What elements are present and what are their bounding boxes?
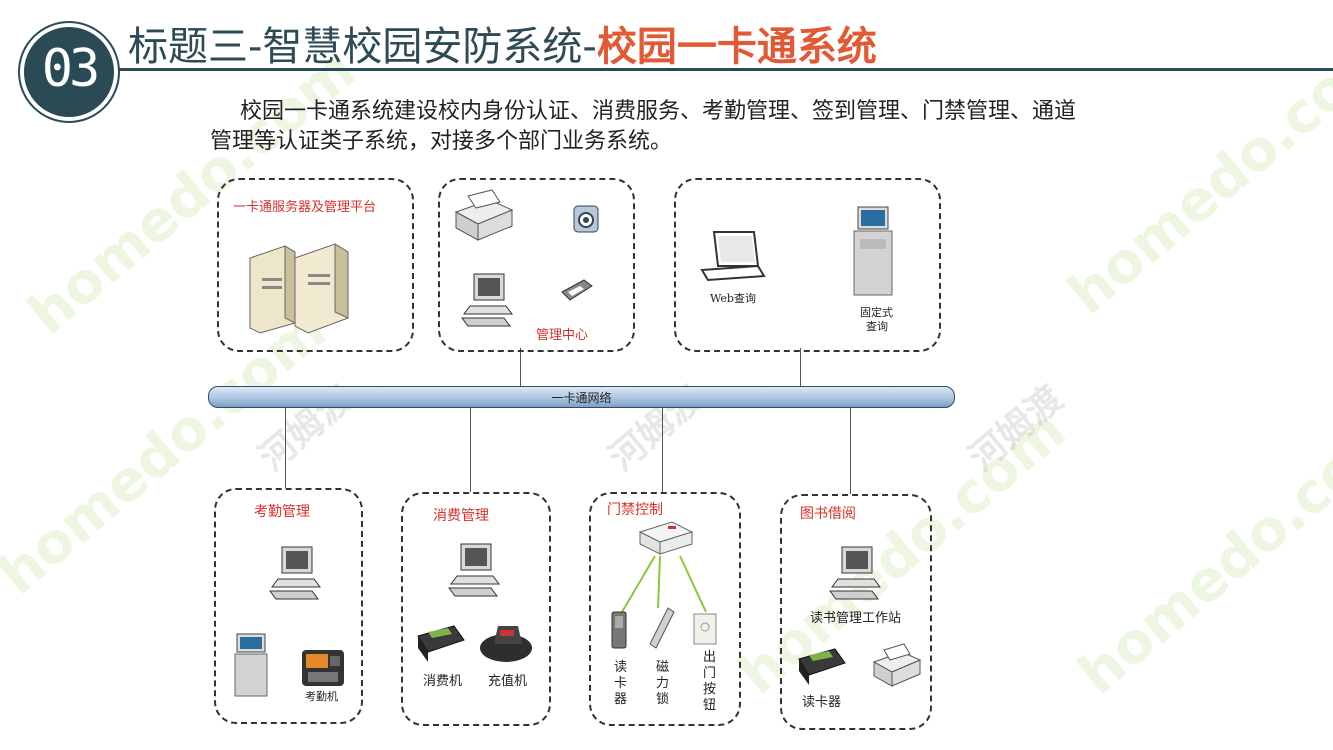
management-center-title: 管理中心 <box>536 328 589 343</box>
exit-button-icon <box>693 613 717 645</box>
page-title: 标题三-智慧校园安防系统-校园一卡通系统 <box>128 14 877 72</box>
web-query-label: Web查询 <box>710 292 756 305</box>
wiring-icon <box>621 555 707 613</box>
intro-paragraph: 校园一卡通系统建设校内身份认证、消费服务、考勤管理、签到管理、门禁管理、通道管理… <box>210 99 1077 154</box>
kiosk-icon <box>853 206 893 296</box>
consumption-title: 消费管理 <box>433 508 489 524</box>
computer-icon <box>448 543 500 597</box>
network-label: 一卡通网络 <box>551 391 612 405</box>
reader-label: 读卡器 <box>614 660 628 707</box>
library-title: 图书借阅 <box>800 506 856 522</box>
magnetic-lock-icon <box>649 607 675 649</box>
consumption-box <box>401 492 551 726</box>
watermark: homedo.com <box>1056 17 1333 328</box>
connector-line <box>285 406 286 488</box>
server-platform-title: 一卡通服务器及管理平台 <box>233 200 377 215</box>
kiosk-label-2: 查询 <box>866 320 888 333</box>
section-badge: 03 <box>20 23 118 121</box>
attendance-device-icon <box>302 650 344 686</box>
management-center-box <box>438 178 635 352</box>
workstation-label: 读书管理工作站 <box>810 611 902 626</box>
title-prefix: 标题三-智慧校园安防系统- <box>128 24 597 70</box>
library-box <box>780 494 932 730</box>
computer-icon <box>269 546 321 600</box>
kiosk-icon <box>234 633 268 697</box>
printer-icon <box>454 189 514 241</box>
server-icon <box>249 243 349 334</box>
attendance-device-label: 考勤机 <box>305 690 338 703</box>
connector-line <box>662 406 663 492</box>
section-number: 03 <box>41 39 101 99</box>
title-highlight: 校园一卡通系统 <box>596 24 877 70</box>
exit-button-label: 出门按钮 <box>703 650 717 713</box>
card-network-bus: 一卡通网络 <box>208 386 955 408</box>
library-reader-label: 读卡器 <box>802 695 842 710</box>
kiosk-label-1: 固定式 <box>860 306 893 319</box>
connector-line <box>850 406 851 494</box>
laptop-icon <box>700 231 766 282</box>
recharge-machine-icon <box>480 626 532 662</box>
pos-label: 消费机 <box>423 674 463 689</box>
query-box <box>674 178 941 352</box>
connector-line <box>800 348 801 386</box>
attendance-title: 考勤管理 <box>254 504 310 520</box>
access-control-title: 门禁控制 <box>607 502 663 518</box>
computer-icon <box>829 546 881 600</box>
card-reader-icon <box>561 279 593 301</box>
pos-terminal-icon <box>798 648 846 685</box>
connector-line <box>520 348 521 386</box>
attendance-box <box>214 488 363 724</box>
computer-icon <box>461 273 513 327</box>
camera-icon <box>573 205 599 233</box>
access-control-box <box>589 492 741 726</box>
connector-line <box>470 406 471 492</box>
controller-box-icon <box>638 521 694 555</box>
printer-icon <box>872 643 922 687</box>
recharge-label: 充值机 <box>488 674 528 689</box>
watermark: homedo.com <box>1066 397 1333 708</box>
lock-label: 磁力锁 <box>656 660 670 707</box>
watermark-cn: 河姆渡 <box>961 378 1071 480</box>
title-underline <box>110 68 1333 71</box>
pos-terminal-icon <box>417 625 465 662</box>
card-reader-icon <box>611 611 627 649</box>
server-platform-box <box>217 178 414 352</box>
